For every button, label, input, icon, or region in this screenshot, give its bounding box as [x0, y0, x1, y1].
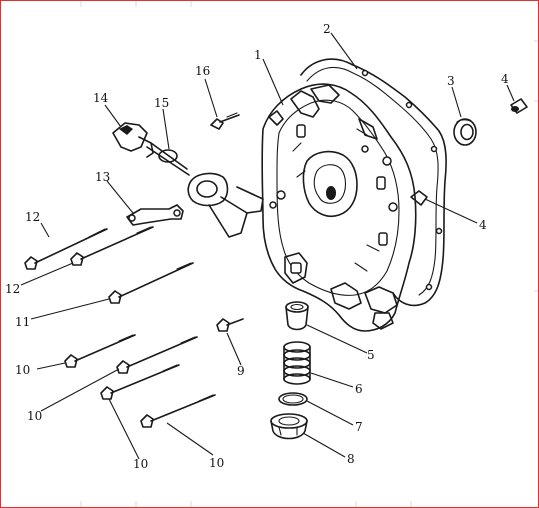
part-dowel-pin-lower: [410, 190, 428, 206]
callout-12-upper: 12: [25, 210, 40, 224]
part-drain-cap-8: [270, 413, 308, 440]
callout-2: 2: [323, 22, 331, 36]
part-oil-seal: [453, 118, 477, 146]
part-bolt-10-b: [116, 336, 198, 374]
part-bolt-11: [108, 262, 194, 304]
callout-15: 15: [154, 96, 169, 110]
edge-ticks: [80, 1, 538, 507]
leader-lines: [20, 32, 515, 460]
part-bolt-10-a: [64, 334, 136, 368]
part-bracket-13: [126, 204, 184, 226]
callout-16: 16: [195, 64, 210, 78]
callout-10-a: 10: [15, 363, 30, 377]
callout-3: 3: [447, 74, 455, 88]
callout-4-lower: 4: [479, 218, 487, 232]
part-dowel-pin-upper: [510, 98, 528, 114]
callout-10-d: 10: [209, 456, 224, 470]
callout-10-c: 10: [133, 457, 148, 471]
part-o-ring-7: [278, 392, 308, 406]
part-gasket: [300, 58, 447, 307]
callout-1: 1: [254, 48, 262, 62]
part-filler-neck: [187, 172, 264, 238]
callout-6: 6: [355, 382, 363, 396]
callout-7: 7: [355, 420, 363, 434]
part-bolt-12-lower: [70, 226, 154, 266]
part-oil-filler-plug: [112, 122, 190, 176]
part-spring-6: [283, 341, 311, 385]
part-sleeve-5: [285, 301, 309, 331]
callout-9: 9: [237, 364, 245, 378]
part-o-ring-15: [158, 149, 178, 163]
callout-13: 13: [95, 170, 110, 184]
callout-8: 8: [347, 452, 355, 466]
part-bolt-12-upper: [24, 228, 108, 270]
callout-14: 14: [93, 91, 109, 105]
part-bolt-16: [210, 112, 240, 130]
part-bolt-10-c: [100, 364, 180, 400]
part-bolt-10-d: [140, 394, 216, 428]
callout-12-lower: 12: [5, 282, 20, 296]
callout-4-upper: 4: [501, 72, 509, 86]
callout-11: 11: [15, 315, 30, 329]
callout-5: 5: [367, 348, 375, 362]
part-bolt-9: [216, 318, 244, 332]
part-crankcase-cover: [261, 83, 417, 332]
callout-10-b: 10: [27, 409, 42, 423]
